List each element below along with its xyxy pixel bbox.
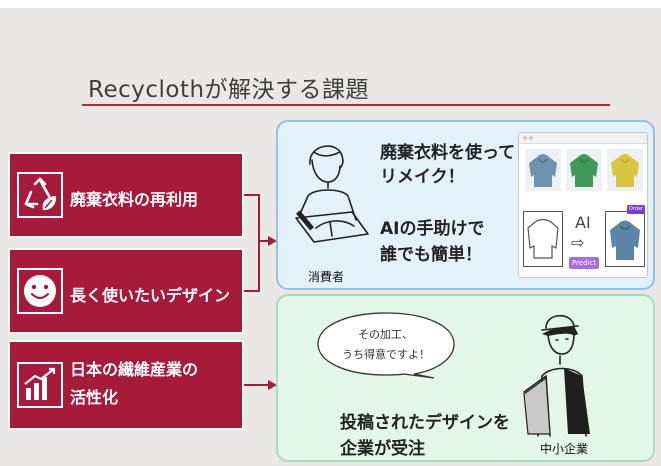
mockup-titlebar [519,133,647,144]
predict-button[interactable]: Predict [569,257,599,269]
connector-line [244,384,269,386]
problem-label-textile-line2: 活性化 [70,388,119,407]
connector-line [244,290,259,292]
consumer-text-line2: リメイク！ [380,167,465,187]
hoodie-green-icon [566,149,602,191]
bar-chart-icon [17,362,63,408]
hoodie-blue-icon [525,149,561,191]
order-badge[interactable]: Order [627,205,645,214]
consumer-panel: 消費者 廃棄衣料を使って リメイク！ AIの手助けで 誰でも簡単！ AI ⇨ [276,120,655,290]
problem-label-long-lasting-design: 長く使いたいデザイン [70,286,231,305]
company-panel: その加工、 うち得意ですよ！ 中小企業 投稿されたデザインを [276,294,655,462]
app-mockup: AI ⇨ Predict Order [518,132,648,278]
company-worker-icon [516,306,606,440]
company-label: 中小企業 [540,442,589,456]
slide-title: Recyclothが解決する課題 [88,77,370,103]
speech-bubble: その加工、 うち得意ですよ！ [312,310,460,380]
slide-top-band [0,0,661,8]
problem-label-textile-line1: 日本の繊維産業の [70,360,199,379]
mockup-dot [523,136,527,140]
smiley-face-icon [17,268,63,314]
consumer-drawing-icon [286,130,376,260]
output-hoodie-icon [605,211,645,267]
input-sweater-icon [523,211,563,267]
ai-label: AI [575,213,591,232]
consumer-text-line4: 誰でも簡単！ [380,245,482,265]
consumer-label: 消費者 [308,270,345,284]
problem-box-waste-reuse: 廃棄衣料の再利用 [8,152,244,238]
consumer-text-line1: 廃棄衣料を使って [380,143,516,163]
company-text-line2: 企業が受注 [340,439,425,459]
mockup-dot [529,136,533,140]
recycle-leaf-icon [17,172,63,218]
company-text-line1: 投稿されたデザインを [340,413,510,433]
title-underline [82,104,610,106]
arrow-to-consumer-icon [268,236,277,246]
consumer-text-line3: AIの手助けで [380,219,485,239]
problem-box-long-lasting-design: 長く使いたいデザイン [8,248,244,334]
bubble-text-line2: うち得意ですよ！ [342,348,430,361]
connector-line [244,194,259,196]
arrow-to-company-icon [268,380,277,390]
connector-line [258,240,270,242]
problem-label-waste-reuse: 廃棄衣料の再利用 [70,190,199,209]
hoodie-yellow-icon [607,149,643,191]
problem-box-textile-revitalization: 日本の繊維産業の 活性化 [8,340,244,430]
connector-line [258,194,260,292]
arrow-right-icon: ⇨ [571,233,585,252]
bubble-text-line1: その加工、 [358,328,413,341]
